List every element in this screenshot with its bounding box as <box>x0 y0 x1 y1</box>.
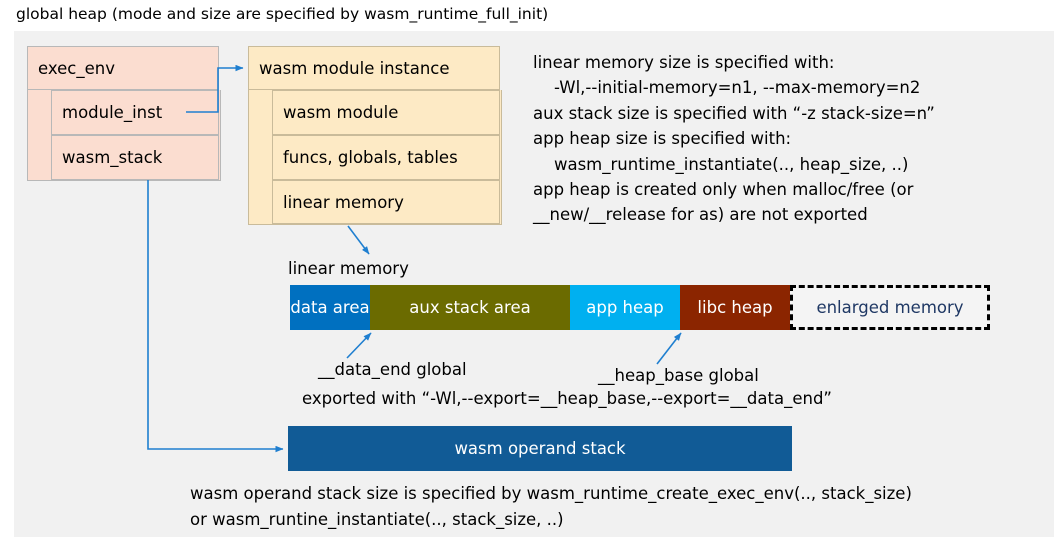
memory-segment-aux-stack-area: aux stack area <box>370 285 570 330</box>
linear-memory-bar: data area aux stack area app heap libc h… <box>290 285 990 330</box>
memory-segment-app-heap: app heap <box>570 285 680 330</box>
exec-env-field-module-inst: module_inst <box>51 90 219 135</box>
operand-stack-note: wasm operand stack size is specified by … <box>190 484 912 529</box>
exec-env-header-label: exec_env <box>38 58 115 78</box>
linear-memory-note: linear memory size is specified with: -W… <box>533 53 935 225</box>
exec-env-header: exec_env <box>27 46 219 90</box>
wmi-field-linear-memory-label: linear memory <box>283 192 404 212</box>
wmi-field-funcs-globals-tables-label: funcs, globals, tables <box>283 148 458 167</box>
wmi-field-wasm-module-label: wasm module <box>283 103 399 122</box>
linear-memory-label: linear memory <box>288 259 409 278</box>
annotation-data-end-global: __data_end global <box>318 360 467 379</box>
memory-segment-enlarged-memory: enlarged memory <box>790 285 990 330</box>
memory-segment-data-area: data area <box>290 285 370 330</box>
memory-segment-libc-heap: libc heap <box>680 285 790 330</box>
wasm-module-instance-box: wasm module instance wasm module funcs, … <box>248 46 502 225</box>
annotation-exported-with: exported with “-Wl,--export=__heap_base,… <box>302 389 832 408</box>
wasm-operand-stack-label: wasm operand stack <box>454 439 626 458</box>
page-title: global heap (mode and size are specified… <box>16 5 549 23</box>
exec-env-field-wasm-stack-label: wasm_stack <box>62 148 163 167</box>
wmi-field-funcs-globals-tables: funcs, globals, tables <box>272 135 500 180</box>
exec-env-field-module-inst-label: module_inst <box>62 103 163 122</box>
annotation-heap-base-global: __heap_base global <box>598 366 759 385</box>
wasm-module-instance-header-label: wasm module instance <box>259 58 450 78</box>
exec-env-box: exec_env module_inst wasm_stack <box>27 46 221 181</box>
wasm-operand-stack-box: wasm operand stack <box>288 426 792 471</box>
wmi-field-wasm-module: wasm module <box>272 90 500 135</box>
wasm-module-instance-header: wasm module instance <box>248 46 500 90</box>
exec-env-field-wasm-stack: wasm_stack <box>51 135 219 180</box>
wmi-field-linear-memory: linear memory <box>272 180 500 224</box>
